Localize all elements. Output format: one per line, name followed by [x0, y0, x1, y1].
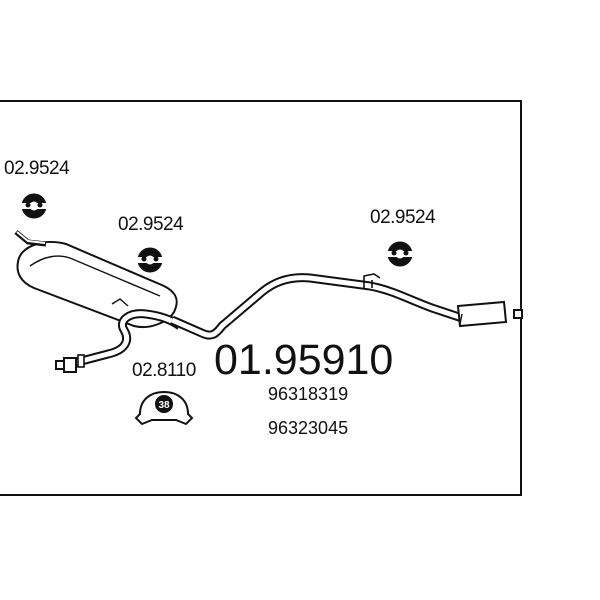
rubber-hanger-icon — [387, 241, 413, 267]
hanger-part-label: 02.9524 — [370, 207, 436, 228]
rubber-hanger-icon — [137, 247, 163, 273]
clamp-part-label: 02.8110 — [132, 360, 196, 381]
inlet-pipe — [14, 230, 47, 247]
clamp-icon — [134, 390, 194, 426]
tail-pipe — [170, 273, 464, 340]
hanger-part-label: 02.9524 — [118, 214, 184, 235]
front-pipe — [55, 309, 183, 373]
oe-number: 96323045 — [268, 418, 349, 438]
rubber-hanger-icon — [21, 193, 47, 219]
diagram-frame — [0, 100, 522, 496]
tail-hanger-bracket — [363, 273, 381, 288]
main-part-number: 01.95910 — [214, 336, 394, 384]
tailpipe-tip — [456, 300, 523, 328]
clamp-size-label: 38 — [158, 400, 170, 411]
hanger-part-label: 02.9524 — [4, 158, 70, 179]
oe-number: 96318319 — [268, 384, 349, 404]
